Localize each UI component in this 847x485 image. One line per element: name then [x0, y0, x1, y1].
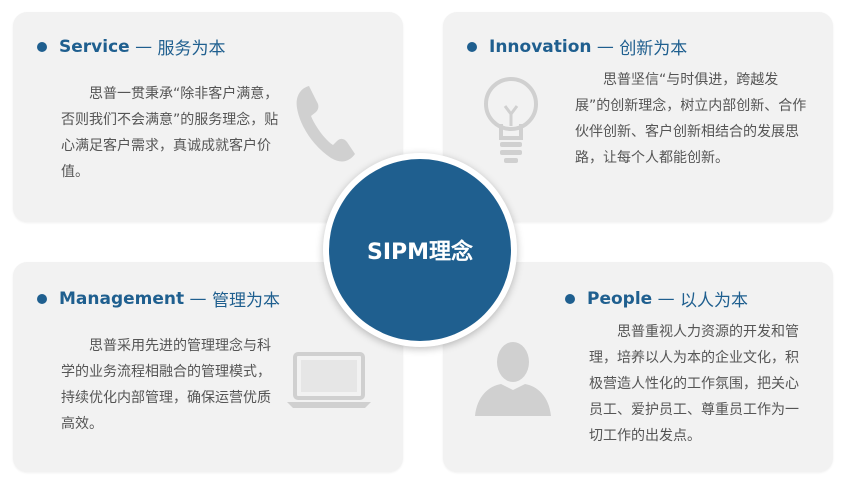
management-card: Management — 管理为本 思普采用先进的管理理念与科学的业务流程相融合…: [13, 262, 403, 472]
service-description: 思普一贯秉承“除非客户满意，否则我们不会满意”的服务理念，贴心满足客户需求，真诚…: [61, 86, 279, 180]
service-card: Service — 服务为本 思普一贯秉承“除非客户满意，否则我们不会满意”的服…: [13, 12, 403, 222]
management-title-en: Management: [59, 288, 185, 309]
people-title-en: People: [587, 288, 653, 309]
people-card: People — 以人为本 思普重视人力资源的开发和管理，培养以人为本的企业文化…: [443, 262, 833, 472]
service-title: Service — 服务为本: [37, 34, 226, 59]
management-description: 思普采用先进的管理理念与科学的业务流程相融合的管理模式，持续优化内部管理，确保运…: [61, 338, 271, 432]
innovation-title-cn: 创新为本: [619, 39, 688, 59]
bullet-icon: [37, 293, 47, 304]
title-separator: —: [129, 36, 158, 57]
title-separator: —: [652, 288, 681, 309]
management-title-cn: 管理为本: [211, 291, 280, 311]
service-title-en: Service: [59, 36, 130, 57]
center-label: SIPM理念: [329, 159, 511, 341]
innovation-card: Innovation — 创新为本 思普坚信“与时俱进，跨越发展”的创新理念，树…: [443, 12, 833, 222]
people-title-cn: 以人为本: [680, 291, 749, 311]
management-title: Management — 管理为本: [37, 286, 280, 311]
laptop-icon: [283, 350, 375, 416]
service-title-cn: 服务为本: [157, 39, 226, 59]
innovation-description: 思普坚信“与时俱进，跨越发展”的创新理念，树立内部创新、合作伙伴创新、客户创新相…: [575, 72, 807, 166]
innovation-title-en: Innovation: [489, 36, 592, 57]
bullet-icon: [37, 41, 47, 52]
phone-icon: [291, 80, 361, 170]
people-title: People — 以人为本: [565, 286, 748, 311]
center-badge: SIPM理念: [323, 153, 517, 347]
title-separator: —: [184, 288, 212, 309]
people-description: 思普重视人力资源的开发和管理，培养以人为本的企业文化，积极营造人性化的工作氛围，…: [589, 324, 799, 444]
bullet-icon: [467, 41, 477, 52]
person-icon: [471, 338, 555, 422]
title-separator: —: [591, 36, 620, 57]
bullet-icon: [565, 293, 575, 304]
lightbulb-icon: [481, 74, 541, 172]
innovation-title: Innovation — 创新为本: [467, 34, 687, 59]
